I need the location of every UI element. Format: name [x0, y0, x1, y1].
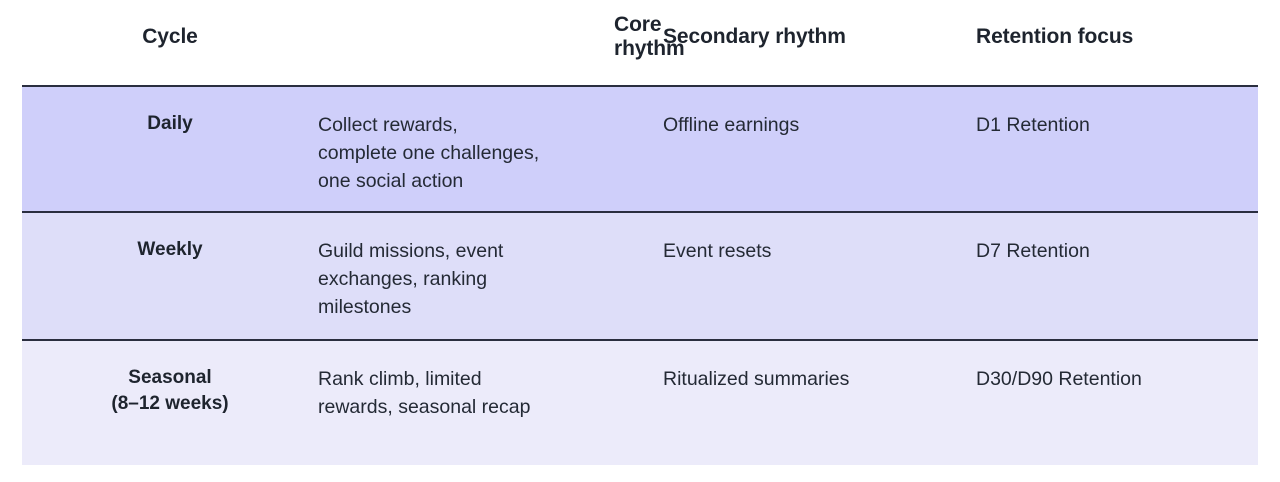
table-header: Cycle Core rhythm Secondary rhythm Reten… — [22, 0, 1258, 86]
table-row: Daily Collect rewards, complete one chal… — [22, 86, 1258, 212]
cell-core-rhythm-text: Guild missions, event exchanges, ranking… — [318, 240, 504, 318]
cell-core-rhythm: Rank climb, limited rewards, seasonal re… — [318, 340, 650, 465]
table-header-row: Cycle Core rhythm Secondary rhythm Reten… — [22, 0, 1258, 86]
cell-cycle-text: Weekly — [137, 239, 203, 260]
cell-retention-focus: D1 Retention — [963, 86, 1258, 212]
table-body: Daily Collect rewards, complete one chal… — [22, 86, 1258, 465]
rhythm-table-container: Cycle Core rhythm Secondary rhythm Reten… — [22, 0, 1258, 465]
cell-secondary-rhythm: Ritualized summaries — [650, 340, 963, 465]
column-header-secondary-rhythm: Secondary rhythm — [650, 0, 963, 86]
table-row: Seasonal (8–12 weeks) Rank climb, limite… — [22, 340, 1258, 465]
cell-retention-focus-text: D1 Retention — [976, 114, 1090, 136]
cell-core-rhythm-text: Collect rewards, complete one challenges… — [318, 114, 540, 192]
column-header-cycle: Cycle — [22, 0, 318, 86]
column-header-cycle-label: Cycle — [142, 24, 198, 48]
rhythm-table: Cycle Core rhythm Secondary rhythm Reten… — [22, 0, 1258, 465]
cell-cycle: Daily — [22, 86, 318, 212]
table-row: Weekly Guild missions, event exchanges, … — [22, 212, 1258, 340]
cell-secondary-rhythm-text: Event resets — [663, 240, 772, 262]
cell-core-rhythm: Guild missions, event exchanges, ranking… — [318, 212, 650, 340]
cell-core-rhythm: Collect rewards, complete one challenges… — [318, 86, 650, 212]
cell-retention-focus-text: D30/D90 Retention — [976, 368, 1142, 390]
cell-secondary-rhythm-text: Offline earnings — [663, 114, 800, 136]
cell-core-rhythm-text: Rank climb, limited rewards, seasonal re… — [318, 368, 531, 418]
cell-retention-focus-text: D7 Retention — [976, 240, 1090, 262]
cell-cycle: Weekly — [22, 212, 318, 340]
column-header-retention-focus: Retention focus — [963, 0, 1258, 86]
cell-retention-focus: D30/D90 Retention — [963, 340, 1258, 465]
cell-retention-focus: D7 Retention — [963, 212, 1258, 340]
cell-secondary-rhythm-text: Ritualized summaries — [663, 368, 850, 390]
column-header-core-rhythm-label: Core rhythm — [614, 12, 685, 60]
cell-cycle-text: Daily — [147, 113, 193, 134]
column-header-core-rhythm: Core rhythm — [318, 0, 685, 86]
cell-secondary-rhythm: Event resets — [650, 212, 963, 340]
column-header-retention-focus-label: Retention focus — [976, 24, 1134, 48]
cell-secondary-rhythm: Offline earnings — [650, 86, 963, 212]
cell-cycle-text: Seasonal (8–12 weeks) — [111, 367, 229, 414]
cell-cycle: Seasonal (8–12 weeks) — [22, 340, 318, 465]
column-header-secondary-rhythm-label: Secondary rhythm — [663, 24, 846, 48]
